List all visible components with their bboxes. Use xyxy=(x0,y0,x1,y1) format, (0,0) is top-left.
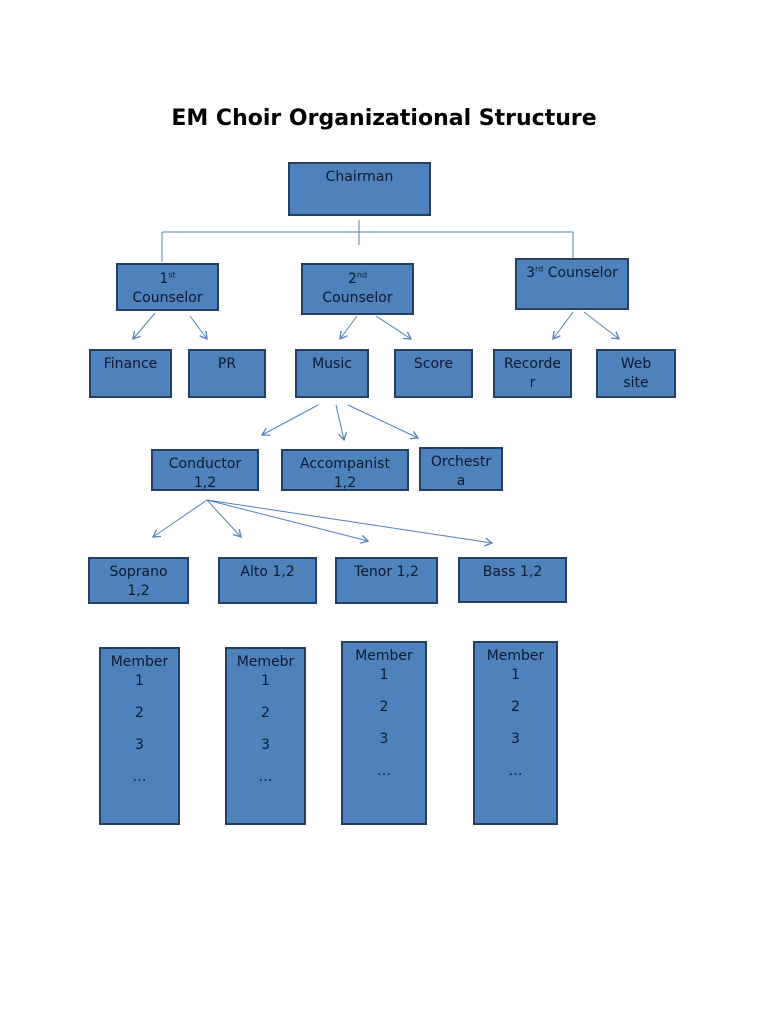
member-heading: Member xyxy=(110,654,169,670)
counselor-2-box: 2nd Counselor xyxy=(301,263,414,315)
alto-box: Alto 1,2 xyxy=(218,557,317,604)
counselor-2-label: Counselor xyxy=(322,290,393,306)
tenor-label: Tenor 1,2 xyxy=(354,564,419,580)
conductor-label-line-2: 1,2 xyxy=(193,475,217,491)
tenor-box: Tenor 1,2 xyxy=(335,557,438,604)
member-item: 3 xyxy=(261,737,270,753)
arrow-c2-score xyxy=(375,315,413,340)
accompanist-box: Accompanist 1,2 xyxy=(281,449,409,491)
arrow-c1-finance xyxy=(132,312,156,341)
tenor-members-box: Member 1 2 3 … xyxy=(341,641,427,825)
alto-label: Alto 1,2 xyxy=(240,564,295,580)
diagram-title: EM Choir Organizational Structure xyxy=(171,106,597,131)
arrow-music-conductor xyxy=(260,404,319,436)
recorder-label-line-1: Recorde xyxy=(504,356,561,372)
soprano-label-line-2: 1,2 xyxy=(127,583,150,599)
recorder-box: Recorde r xyxy=(493,349,572,398)
chairman-label: Chairman xyxy=(325,169,394,185)
member-item: 3 xyxy=(135,737,144,753)
arrow-c3-recorder xyxy=(552,311,574,341)
member-item: 1 xyxy=(511,667,520,683)
music-label: Music xyxy=(312,356,352,372)
website-label-line-1: Web xyxy=(620,356,652,372)
counselor-3-box: 3rd Counselor xyxy=(515,258,629,310)
member-ellipsis: … xyxy=(508,763,523,779)
website-box: Web site xyxy=(596,349,676,398)
bass-members-box: Member 1 2 3 … xyxy=(473,641,558,825)
soprano-label-line-1: Soprano xyxy=(109,564,168,580)
member-heading: Member xyxy=(486,648,545,664)
counselor-1-box: 1st Counselor xyxy=(116,263,219,311)
score-label: Score xyxy=(413,356,454,372)
member-item: 1 xyxy=(379,667,389,683)
accompanist-label-line-2: 1,2 xyxy=(333,475,357,491)
counselor-3-label: 3rd Counselor xyxy=(526,264,618,281)
soprano-members-box: Member 1 2 3 … xyxy=(99,647,180,825)
alto-members-box: Memebr 1 2 3 … xyxy=(225,647,306,825)
orchestra-label-line-1: Orchestr xyxy=(430,454,492,470)
score-box: Score xyxy=(394,349,473,398)
soprano-box: Soprano 1,2 xyxy=(88,557,189,604)
website-label-line-2: site xyxy=(623,375,649,391)
counselor-2-ordinal: 2nd xyxy=(347,270,368,287)
member-ellipsis: … xyxy=(377,763,391,779)
arrow-music-accompanist xyxy=(335,404,347,442)
conductor-box: Conductor 1,2 xyxy=(151,449,259,491)
accompanist-label-line-1: Accompanist xyxy=(300,456,390,472)
music-box: Music xyxy=(295,349,369,398)
counselor-1-ordinal: 1st xyxy=(159,270,176,287)
bass-label: Bass 1,2 xyxy=(482,564,543,580)
member-heading: Member xyxy=(355,648,413,664)
member-heading: Memebr xyxy=(236,654,295,670)
pr-label: PR xyxy=(217,356,237,372)
member-item: 2 xyxy=(511,699,520,715)
member-item: 2 xyxy=(379,699,389,715)
finance-label: Finance xyxy=(103,356,158,372)
member-item: 1 xyxy=(135,673,144,689)
member-item: 1 xyxy=(261,673,270,689)
orchestra-label-line-2: a xyxy=(456,473,466,489)
conductor-label-line-1: Conductor xyxy=(168,456,242,472)
arrow-conductor-bass xyxy=(206,499,494,547)
arrow-music-orchestra xyxy=(347,404,420,440)
member-ellipsis: … xyxy=(132,769,147,785)
recorder-label-line-2: r xyxy=(529,375,536,391)
member-item: 2 xyxy=(135,705,144,721)
arrow-conductor-alto xyxy=(206,499,242,538)
member-ellipsis: … xyxy=(258,769,273,785)
member-item: 3 xyxy=(511,731,520,747)
bass-box: Bass 1,2 xyxy=(458,557,567,603)
arrow-c1-pr xyxy=(189,315,208,341)
member-item: 2 xyxy=(261,705,270,721)
counselor-1-label: Counselor xyxy=(132,290,203,306)
member-item: 3 xyxy=(379,731,389,747)
arrow-conductor-soprano xyxy=(151,499,208,538)
orchestra-box: Orchestr a xyxy=(419,447,503,491)
arrow-conductor-tenor xyxy=(206,499,370,544)
arrow-c2-music xyxy=(339,315,358,341)
arrow-c3-website xyxy=(583,311,621,340)
pr-box: PR xyxy=(188,349,266,398)
chairman-box: Chairman xyxy=(288,162,431,216)
finance-box: Finance xyxy=(89,349,172,398)
